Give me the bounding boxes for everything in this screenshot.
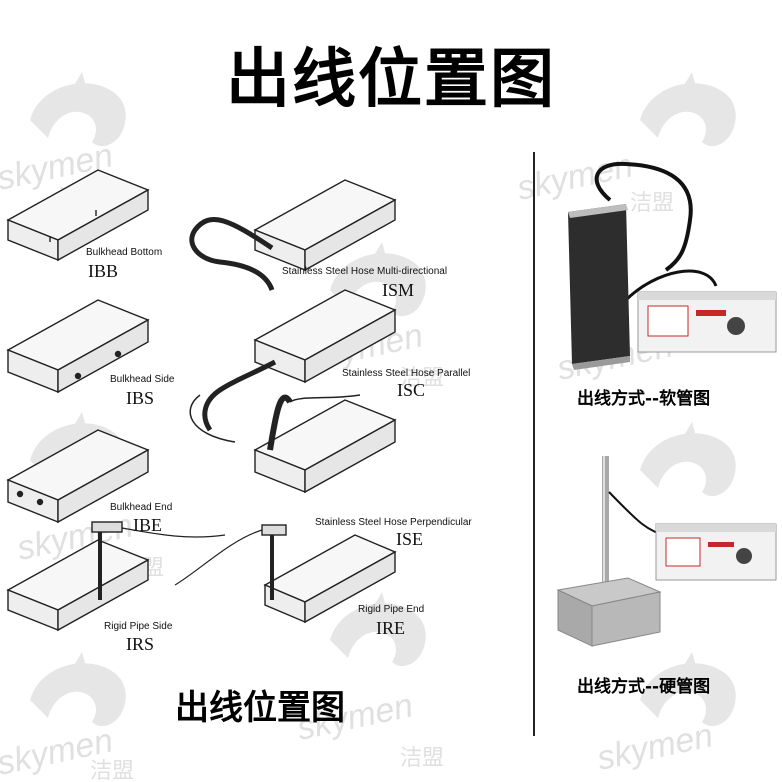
label-ire-code: IRE: [376, 618, 405, 638]
hose-outlet-photo: [568, 161, 777, 370]
label-ise-name: Stainless Steel Hose Perpendicular: [315, 517, 472, 528]
diagram-ire: [174, 524, 397, 624]
label-irs-code: IRS: [126, 634, 154, 654]
label-ibs-name: Bulkhead Side: [110, 374, 175, 385]
diagram-ibb: [6, 169, 150, 262]
label-ibb-name: Bulkhead Bottom: [86, 247, 162, 258]
label-ibe-code: IBE: [133, 515, 162, 535]
diagram-ise: [253, 394, 397, 494]
label-isc-name: Stainless Steel Hose Parallel: [342, 368, 470, 379]
label-ise-code: ISE: [396, 529, 423, 549]
watermark-cn-text: 洁盟: [90, 759, 134, 782]
label-ism-name: Stainless Steel Hose Multi-directional: [282, 266, 447, 277]
diagram-isc: [189, 289, 397, 443]
left-caption: 出线位置图: [175, 688, 345, 728]
diagram-irs: [6, 521, 226, 632]
label-irs-name: Rigid Pipe Side: [104, 621, 173, 632]
outlet-position-diagram: Bulkhead Bottom IBB Stainless Steel Hose…: [6, 169, 472, 654]
label-ibe-name: Bulkhead End: [110, 502, 172, 513]
label-ibb-code: IBB: [88, 261, 118, 281]
label-ism-code: ISM: [382, 280, 414, 300]
watermark-brand-text: skymen: [594, 716, 716, 778]
label-isc-code: ISC: [397, 380, 425, 400]
diagram-ism: [189, 179, 397, 292]
watermark-cn-text: 洁盟: [400, 366, 444, 391]
rigid-outlet-photo: [556, 456, 777, 647]
watermark-cn-text: 洁盟: [400, 746, 444, 771]
caption-hose: 出线方式--软管图: [577, 389, 711, 409]
label-ire-name: Rigid Pipe End: [358, 604, 424, 615]
caption-rigid: 出线方式--硬管图: [577, 677, 711, 697]
label-ibs-code: IBS: [126, 388, 154, 408]
page-title: 出线位置图: [226, 43, 556, 117]
divider: [533, 152, 535, 736]
diagram-ibe: [6, 429, 150, 524]
diagram-ibs: [6, 299, 150, 394]
watermark-cn-text: 洁盟: [630, 191, 674, 216]
